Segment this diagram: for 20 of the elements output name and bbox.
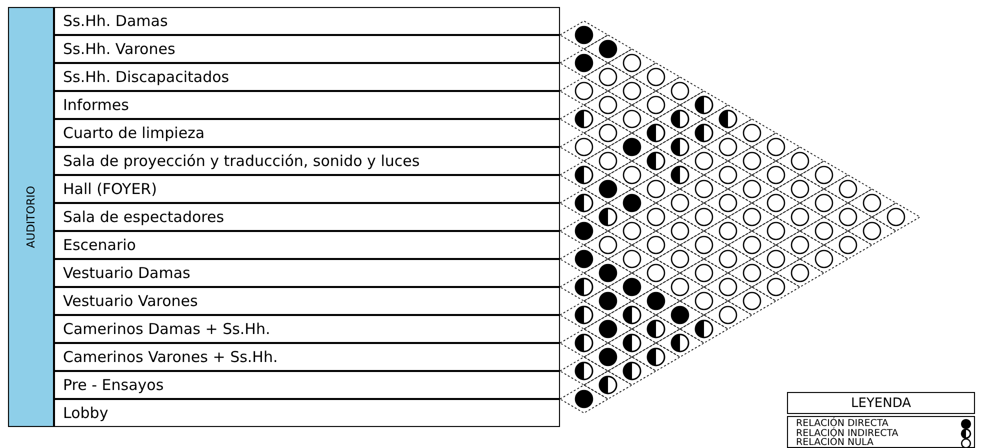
legend-text: RELACIÓN NULA xyxy=(796,438,874,448)
space-row: Camerinos Damas + Ss.Hh. xyxy=(54,315,560,343)
space-row: Escenario xyxy=(54,231,560,259)
space-row: Ss.Hh. Damas xyxy=(54,7,560,35)
space-row: Cuarto de limpieza xyxy=(54,119,560,147)
space-row: Lobby xyxy=(54,399,560,427)
group-band xyxy=(8,7,54,427)
space-row: Camerinos Varones + Ss.Hh. xyxy=(54,343,560,371)
legend-title: LEYENDA xyxy=(850,396,912,411)
space-row: Sala de espectadores xyxy=(54,203,560,231)
group-title: AUDITORIO xyxy=(24,186,38,248)
space-row: Vestuario Varones xyxy=(54,287,560,315)
space-row: Ss.Hh. Discapacitados xyxy=(54,63,560,91)
legend-text: RELACIÓN DIRECTA xyxy=(796,419,888,429)
space-row: Vestuario Damas xyxy=(54,259,560,287)
space-row: Pre - Ensayos xyxy=(54,371,560,399)
space-row: Hall (FOYER) xyxy=(54,175,560,203)
space-row: Sala de proyección y traducción, sonido y luces xyxy=(54,147,560,175)
space-row: Informes xyxy=(54,91,560,119)
space-row: Ss.Hh. Varones xyxy=(54,35,560,63)
